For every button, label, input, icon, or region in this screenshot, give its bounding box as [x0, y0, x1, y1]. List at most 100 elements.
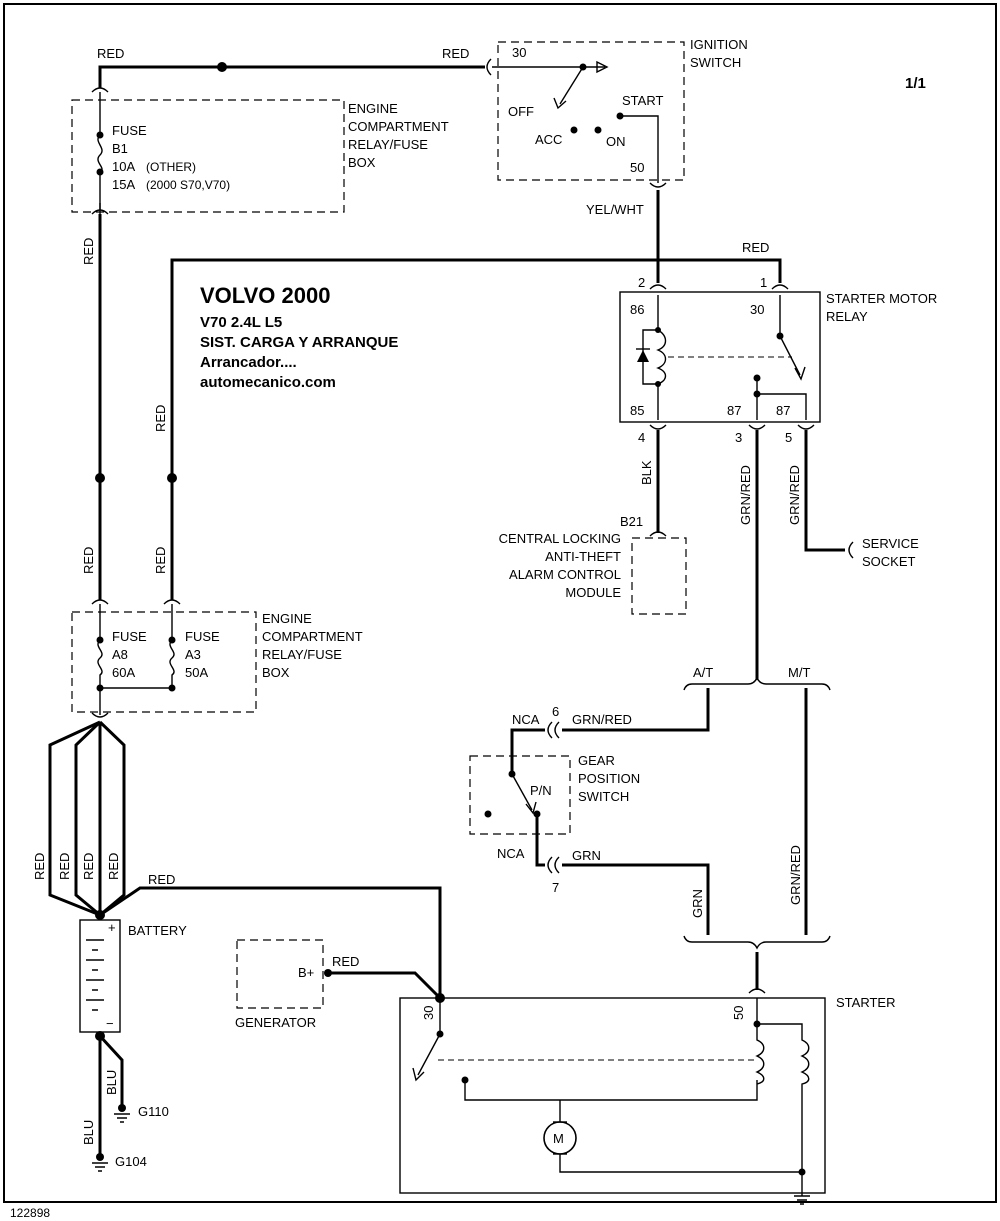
svg-text:NCA: NCA — [497, 846, 525, 861]
title-line2: V70 2.4L L5 — [200, 314, 282, 331]
svg-text:6: 6 — [552, 704, 559, 719]
gear-position-switch: GEAR POSITION SWITCH P/N NCA NCA 6 7 — [469, 704, 640, 895]
svg-text:50: 50 — [731, 1006, 746, 1020]
ground-g110: G110 — [114, 1104, 169, 1123]
wire-yel-wht: YEL/WHT — [586, 190, 660, 283]
svg-text:BLU: BLU — [104, 1070, 119, 1095]
wire-red-left-vertical: RED RED — [81, 214, 105, 600]
svg-text:A/T: A/T — [693, 665, 713, 680]
svg-text:30: 30 — [512, 45, 526, 60]
svg-text:GRN: GRN — [690, 889, 705, 918]
svg-text:87: 87 — [727, 403, 741, 418]
svg-text:GRN: GRN — [572, 848, 601, 863]
svg-text:CENTRAL LOCKING: CENTRAL LOCKING — [499, 531, 621, 546]
svg-text:1: 1 — [760, 275, 767, 290]
svg-text:7: 7 — [552, 880, 559, 895]
svg-text:5: 5 — [785, 430, 792, 445]
svg-text:B21: B21 — [620, 514, 643, 529]
starter: STARTER 30 50 M — [399, 995, 895, 1205]
svg-text:RELAY/FUSE: RELAY/FUSE — [262, 647, 342, 662]
wire-grn-red-5: GRN/RED — [787, 430, 854, 559]
svg-text:GEAR: GEAR — [578, 753, 615, 768]
svg-text:GRN/RED: GRN/RED — [788, 845, 803, 905]
svg-text:BLU: BLU — [81, 1120, 96, 1145]
svg-text:BOX: BOX — [348, 155, 376, 170]
svg-text:COMPARTMENT: COMPARTMENT — [262, 629, 363, 644]
service-socket: SERVICE SOCKET — [862, 536, 919, 569]
branch-at-mt: A/T M/T — [683, 665, 831, 691]
svg-text:RELAY/FUSE: RELAY/FUSE — [348, 137, 428, 152]
svg-text:COMPARTMENT: COMPARTMENT — [348, 119, 449, 134]
svg-text:P/N: P/N — [530, 783, 552, 798]
svg-text:RED: RED — [32, 853, 47, 880]
diagram-code: 122898 — [10, 1206, 50, 1220]
svg-text:30: 30 — [421, 1006, 436, 1020]
svg-text:FUSE: FUSE — [112, 123, 147, 138]
fuse-box-top: ENGINE COMPARTMENT RELAY/FUSE BOX FUSE B… — [71, 92, 449, 215]
svg-text:RED: RED — [148, 872, 175, 887]
svg-text:G104: G104 — [115, 1154, 147, 1169]
svg-text:BOX: BOX — [262, 665, 290, 680]
title-block: VOLVO 2000 V70 2.4L L5 SIST. CARGA Y ARR… — [200, 283, 398, 391]
svg-text:SWITCH: SWITCH — [578, 789, 629, 804]
page-number: 1/1 — [905, 75, 926, 92]
svg-text:MODULE: MODULE — [565, 585, 621, 600]
branch-join — [683, 935, 831, 994]
svg-text:(OTHER): (OTHER) — [146, 160, 196, 174]
svg-text:87: 87 — [776, 403, 790, 418]
svg-text:RED: RED — [442, 46, 469, 61]
svg-text:50: 50 — [630, 160, 644, 175]
svg-text:RED: RED — [332, 954, 359, 969]
title-line1: VOLVO 2000 — [200, 283, 330, 308]
svg-text:RED: RED — [81, 853, 96, 880]
svg-text:A8: A8 — [112, 647, 128, 662]
svg-text:15A: 15A — [112, 177, 135, 192]
svg-text:RED: RED — [81, 547, 96, 574]
title-line4: Arrancador.... — [200, 354, 297, 371]
svg-text:SERVICE: SERVICE — [862, 536, 919, 551]
svg-text:SWITCH: SWITCH — [690, 55, 741, 70]
svg-text:RELAY: RELAY — [826, 309, 868, 324]
svg-text:RED: RED — [97, 46, 124, 61]
svg-text:85: 85 — [630, 403, 644, 418]
title-line5: automecanico.com — [200, 374, 336, 391]
svg-text:50A: 50A — [185, 665, 208, 680]
svg-text:ON: ON — [606, 134, 626, 149]
svg-text:STARTER: STARTER — [836, 995, 895, 1010]
svg-text:SOCKET: SOCKET — [862, 554, 916, 569]
svg-text:RED: RED — [153, 547, 168, 574]
svg-text:G110: G110 — [138, 1104, 169, 1119]
svg-text:60A: 60A — [112, 665, 135, 680]
svg-text:GRN/RED: GRN/RED — [572, 712, 632, 727]
svg-text:GRN/RED: GRN/RED — [738, 465, 753, 525]
svg-text:GRN/RED: GRN/RED — [787, 465, 802, 525]
svg-text:B+: B+ — [298, 965, 314, 980]
starter-motor-relay: STARTER MOTOR RELAY 2 1 86 85 30 87 87 4 — [619, 275, 937, 445]
svg-text:STARTER MOTOR: STARTER MOTOR — [826, 291, 937, 306]
svg-text:RED: RED — [106, 853, 121, 880]
svg-text:30: 30 — [750, 302, 764, 317]
wire-grn: GRN GRN — [562, 848, 710, 935]
svg-text:FUSE: FUSE — [112, 629, 147, 644]
generator: B+ GENERATOR RED — [235, 939, 442, 1030]
wire-red-battery-bundle: RED RED RED RED — [32, 720, 126, 920]
svg-text:START: START — [622, 93, 663, 108]
battery: + − BATTERY — [79, 919, 187, 1033]
wire-grn-red-3: GRN/RED — [738, 430, 759, 680]
svg-text:GENERATOR: GENERATOR — [235, 1015, 316, 1030]
wire-blu-grounds: BLU BLU — [81, 1031, 124, 1155]
title-line3: SIST. CARGA Y ARRANQUE — [200, 334, 398, 351]
svg-text:BATTERY: BATTERY — [128, 923, 187, 938]
svg-text:2: 2 — [638, 275, 645, 290]
svg-text:RED: RED — [81, 238, 96, 265]
wire-red-long: RED RED RED — [153, 240, 782, 600]
wire-grn-red-mt: GRN/RED — [788, 688, 808, 935]
svg-text:M: M — [553, 1131, 564, 1146]
page-frame — [3, 3, 997, 1203]
svg-text:−: − — [106, 1016, 114, 1031]
svg-text:ANTI-THEFT: ANTI-THEFT — [545, 549, 621, 564]
svg-text:+: + — [108, 920, 116, 935]
svg-text:10A: 10A — [112, 159, 135, 174]
svg-text:86: 86 — [630, 302, 644, 317]
